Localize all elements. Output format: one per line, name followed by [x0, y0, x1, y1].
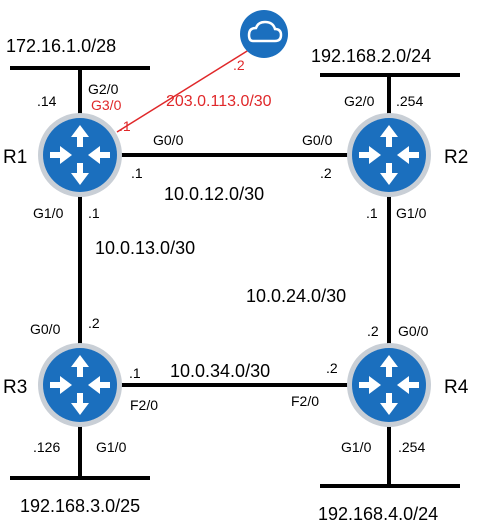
lan-iface-r2: G2/0 — [344, 93, 375, 109]
router-icon-r3 — [38, 343, 122, 427]
r2-r4-addr-r4: .2 — [367, 323, 379, 339]
router-icon-r4 — [347, 343, 431, 427]
lan-addr-r2: .254 — [396, 93, 423, 109]
r2-r4-subnet: 10.0.24.0/30 — [246, 286, 346, 306]
lan-iface-r3: G1/0 — [96, 439, 127, 455]
router-name-r1: R1 — [3, 147, 27, 168]
r1-r3-subnet: 10.0.13.0/30 — [95, 238, 195, 258]
router-name-r3: R3 — [3, 377, 27, 398]
internet-addr: .2 — [233, 57, 245, 73]
router-name-r4: R4 — [444, 377, 469, 398]
r1-r3-addr-r1: .1 — [88, 205, 100, 221]
r1-internet-addr: .1 — [119, 118, 131, 134]
r2-r4-iface-r4: G0/0 — [398, 323, 429, 339]
lan-subnet-r4: 192.168.4.0/24 — [318, 504, 438, 524]
lan-subnet-r2: 192.168.2.0/24 — [311, 46, 431, 66]
lan-iface-r4: G1/0 — [341, 439, 372, 455]
r1-r3-iface-r3: G0/0 — [30, 321, 61, 337]
r2-r4-addr-r2: .1 — [366, 205, 378, 221]
router-icon-r2 — [347, 113, 431, 197]
r3-r4-subnet: 10.0.34.0/30 — [170, 361, 270, 381]
r1-r2-iface-r2: G0/0 — [302, 132, 333, 148]
lan-iface-r1: G2/0 — [88, 81, 119, 97]
r1-r3-iface-r1: G1/0 — [33, 205, 64, 221]
r1-r2-addr-r2: .2 — [320, 165, 332, 181]
r1-r2-iface-r1: G0/0 — [153, 132, 184, 148]
r1-r3-addr-r3: .2 — [88, 315, 100, 331]
lan-subnet-r1: 172.16.1.0/28 — [6, 36, 116, 56]
r3-r4-iface-r3: F2/0 — [130, 397, 158, 413]
cloud-icon — [240, 10, 288, 58]
internet-link-subnet: 203.0.113.0/30 — [166, 93, 272, 110]
r1-r2-subnet: 10.0.12.0/30 — [164, 184, 264, 204]
lan-addr-r4: .254 — [398, 439, 425, 455]
lan-addr-r3: .126 — [33, 439, 60, 455]
lan-subnet-r3: 192.168.3.0/25 — [20, 496, 140, 516]
router-name-r2: R2 — [444, 147, 468, 168]
link-r1-internet — [116, 42, 261, 133]
lan-addr-r1: .14 — [37, 93, 57, 109]
r1-internet-iface: G3/0 — [91, 97, 122, 113]
r2-r4-iface-r2: G1/0 — [396, 205, 427, 221]
router-icon-r1 — [38, 113, 122, 197]
r3-r4-iface-r4: F2/0 — [291, 393, 319, 409]
r3-r4-addr-r4: .2 — [326, 360, 338, 376]
r3-r4-addr-r3: .1 — [129, 365, 141, 381]
r1-r2-addr-r1: .1 — [131, 165, 143, 181]
